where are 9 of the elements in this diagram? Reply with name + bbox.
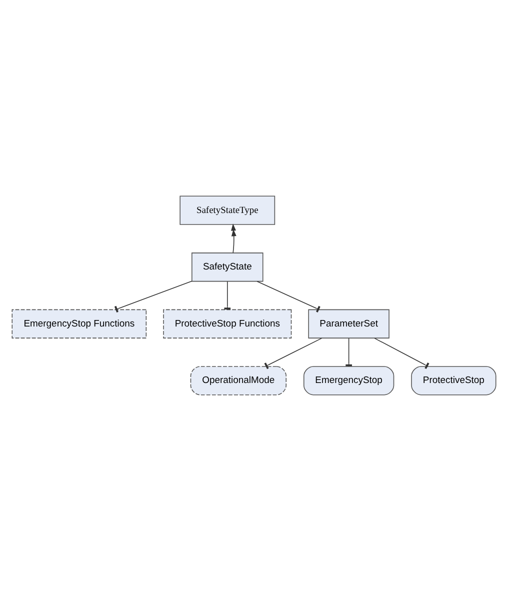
- node-box: EmergencyStop: [303, 366, 394, 395]
- node-box: SafetyStateType: [180, 195, 276, 224]
- node-box: ProtectiveStop: [411, 366, 496, 395]
- node-box: ProtectiveStop Functions: [163, 308, 292, 338]
- node-box: SafetyState: [192, 252, 264, 282]
- node-box: OperationalMode: [190, 366, 287, 395]
- arrow: [231, 223, 236, 253]
- connector: [224, 280, 231, 310]
- connector: [374, 337, 430, 369]
